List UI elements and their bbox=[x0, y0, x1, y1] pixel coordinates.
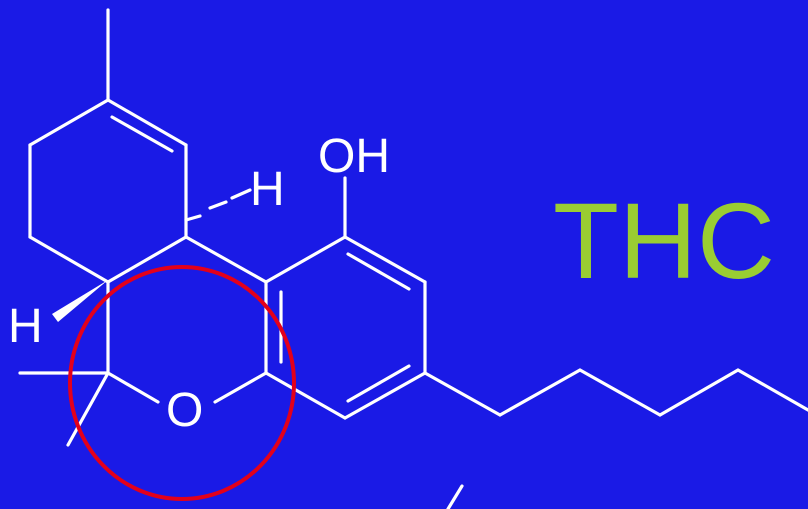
bond-aromatic-5 bbox=[264, 371, 347, 420]
bond-pentyl-5 bbox=[736, 368, 808, 412]
hydroxyl-label: OH bbox=[318, 130, 390, 183]
bond-pentyl-3 bbox=[578, 368, 662, 417]
bond-aromatic-4-double bbox=[346, 364, 411, 403]
hash-mark-1 bbox=[184, 214, 202, 222]
molecule-title: THC bbox=[553, 180, 775, 301]
bond-aromatic-1 bbox=[264, 235, 347, 284]
hydrogen-label-top: H bbox=[250, 163, 285, 216]
bond-aromatic-2 bbox=[343, 235, 427, 284]
hash-mark-2 bbox=[208, 200, 228, 210]
bond-ring-a-to-aromatic bbox=[184, 235, 268, 284]
highlight-circle bbox=[68, 265, 296, 501]
wedge-bond bbox=[52, 280, 108, 322]
bond-pentyl-2 bbox=[498, 368, 582, 417]
bond-pyran-2 bbox=[106, 371, 160, 404]
bond-lines bbox=[18, 8, 808, 509]
bond-pentyl-1 bbox=[423, 371, 502, 417]
hash-mark-3 bbox=[230, 188, 252, 200]
hydrogen-label-left: H bbox=[8, 300, 43, 353]
bond-ring-a-1-double bbox=[110, 115, 174, 153]
bond-ring-a-6 bbox=[28, 98, 110, 147]
hash-bond bbox=[184, 188, 252, 222]
bond-fragment-bottom bbox=[446, 484, 464, 509]
bond-aromatic-4 bbox=[343, 371, 427, 420]
bond-pentyl-4 bbox=[658, 368, 740, 417]
bond-ring-a-1 bbox=[106, 98, 188, 147]
bond-pyran-3 bbox=[213, 371, 268, 404]
ring-oxygen-label: O bbox=[166, 384, 203, 437]
bond-ring-a-4 bbox=[28, 235, 110, 284]
bond-methyl-down bbox=[66, 371, 110, 447]
bond-ring-a-3 bbox=[106, 235, 188, 284]
bond-aromatic-2-double bbox=[346, 252, 411, 291]
